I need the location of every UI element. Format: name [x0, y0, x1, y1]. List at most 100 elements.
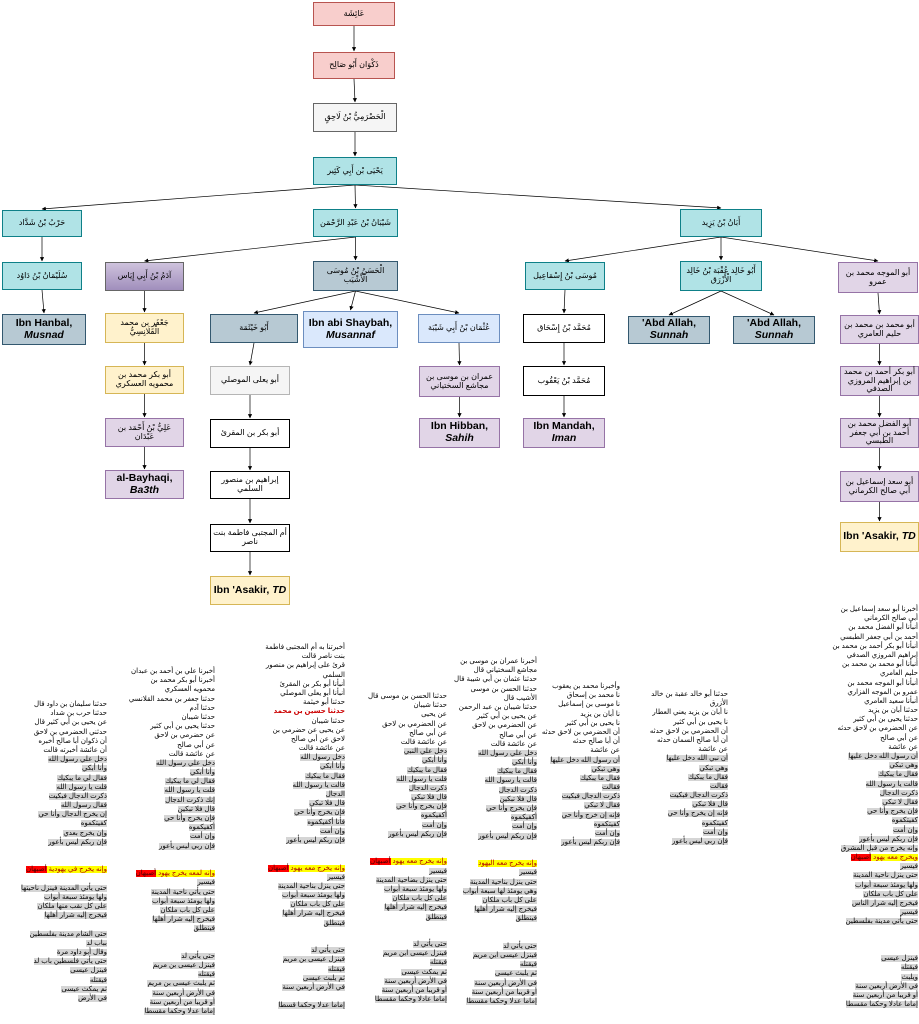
hadith-line-gap — [12, 921, 107, 930]
hadith-line: أخبرنا أبو سعد إسماعيل بن — [796, 605, 918, 614]
hadith-line: فإن يخرج وأنا حي — [115, 814, 215, 823]
isnad-text: أنبأنا أبو محمد بن محمد بن — [842, 661, 918, 669]
node-label: أم المجتبى فاطمة بنت ناصر — [213, 528, 287, 546]
hadith-line: على كل باب ملكان — [115, 906, 215, 915]
hadith-line: حدثنا شيبان — [227, 717, 345, 726]
node-asakir1: Ibn 'Asakir, TD — [210, 576, 290, 605]
hadith-line: ذكرت الدجال — [796, 789, 918, 798]
isnad-text: الأشيب قال — [503, 694, 537, 702]
hadith-line: قلت يا رسول الله — [12, 783, 107, 792]
matn-text: فيسير — [900, 909, 918, 917]
matn-text: فينطلق — [515, 915, 537, 923]
isnad-text: عن عائشة — [698, 746, 728, 754]
hadith-line: حتى يأتي لد — [347, 940, 447, 949]
hadith-line: ذكرت الدجال فبكيت — [525, 792, 620, 801]
matn-text: فقالت — [709, 782, 728, 790]
node-hibban: Ibn Hibban, Sahih — [419, 418, 500, 448]
isnad-text: نا أبان بن يزيد يعني العطار — [652, 709, 728, 717]
matn-text: ثم يلبث عيسى — [494, 970, 537, 978]
node-label: جَعْفَر بن محمد الْقَلَانِسِيُّ — [120, 318, 169, 336]
hadith-line: دخل علي رسول الله — [12, 755, 107, 764]
hadith-line: فيسير — [449, 868, 537, 877]
isnad-text: أنبأنا أبو الموجه محمد بن — [847, 679, 918, 687]
hadith-line: إماما عدلا وحكما قسطا — [227, 1001, 345, 1010]
node-label: مُوسَى بْنُ إِسْمَاعِيل — [533, 270, 597, 280]
hadith-line: بنت ناصر قالت — [227, 652, 345, 661]
matn-text: حتى يأتي لد — [503, 942, 537, 950]
hadith-line: كفيتكموه — [12, 819, 107, 828]
matn-text: في الأرض أربعين سنة — [384, 977, 447, 985]
isnad-text: السلمي — [322, 671, 345, 679]
hadith-line: وإنه يخرج معه اليهود — [449, 859, 537, 868]
matn-text: فإن ربكم ليس بأعور — [478, 832, 537, 840]
node-mujtaba: أم المجتبى فاطمة بنت ناصر — [210, 524, 290, 552]
hadith-line: الدجال — [227, 790, 345, 799]
node-yahya: يَحْيَى بْن أَبِي كَثِير — [313, 157, 397, 185]
hadith-line: فقال رسول الله — [12, 801, 107, 810]
hadith-line-gap — [796, 945, 918, 954]
matn-text: حتى ينزل ناحية المدينة — [852, 872, 918, 880]
node-hasan: الْحَسَنُ بْنُ مُوسَى الْأَشْيَب — [313, 261, 398, 291]
matn-text: حتى يأتي لد — [413, 941, 447, 949]
matn-text: فقال ما يبكيك — [580, 774, 620, 782]
hadith-line-gap — [449, 850, 537, 859]
hadith-line: فينطلق — [347, 913, 447, 922]
node-tabasi: أبو الفضل محمد بن أحمد بن أبي جعفر الطبس… — [840, 418, 919, 448]
node-sulami: إبراهيم بن منصور السلمي — [210, 471, 290, 499]
hadith-line: عن عائشة قالت — [115, 750, 215, 759]
matn-text: فيسير — [197, 879, 215, 887]
matn-text: ذكرت الدجال فبكيت — [48, 792, 107, 800]
node-label: أبو بكر محمد بن محمويه العسكري — [115, 370, 174, 388]
hadith-line: حتى يأتي المدينة فينزل ناحيتها — [12, 884, 107, 893]
hadith-line: حتى يأتي مدينة بفلسطين — [796, 917, 918, 926]
hadith-line: فإن ربكم ليس بأعور — [12, 838, 107, 847]
hadith-line: فقال لي ما يبكيك — [115, 777, 215, 786]
matn-text: وهي يومئذ لها سبعة أبواب — [462, 887, 537, 895]
node-label: 'Abd Allah, Sunnah — [641, 317, 697, 341]
hadith-line: فقال لي ما يبكيك — [12, 774, 107, 783]
node-muqri: أبو بكر بن المقرئ — [210, 419, 290, 448]
hadith-line: فينطلق — [115, 924, 215, 933]
isnad-text: قرئ على إبراهيم بن منصور — [265, 662, 345, 670]
hadith-line: فقال ما يبكيك — [347, 766, 447, 775]
hadith-line: دخل علي رسول الله — [449, 749, 537, 758]
hadith-line-gap — [227, 937, 345, 946]
hadith-line-gap — [347, 931, 447, 940]
matn-text: حتى يأتي لد — [181, 952, 215, 960]
hadith-line: في الأرض — [12, 994, 107, 1003]
hadith-line: حدثنا عثمان بن أبي شيبة قال — [449, 675, 537, 684]
hadith-line: فيقتله — [115, 970, 215, 979]
matn-text: دخل علي رسول الله — [155, 759, 215, 767]
hadith-line: كفيتكموه — [796, 816, 918, 825]
highlight-key-phrase: وإنه لمعه يخرج يهود — [156, 870, 215, 878]
hadith-line: وإنه يخرج معه يهود أصبهان — [347, 857, 447, 866]
hadith-line: قال فلا تبكي — [628, 800, 728, 809]
node-label: عَائِشَة — [343, 8, 365, 18]
isnad-text: عن حضرمي بن لاحق — [154, 732, 215, 740]
node-hadrami: الْحَضْرَمِيُّ بْنُ لَاحِقٍ — [313, 103, 397, 132]
hadith-line: ثم يلبث عيسى — [227, 974, 345, 983]
matn-text: فإن ربي ليس بأعور — [158, 842, 215, 850]
node-label: عُثْمَان بْنُ أَبِي شَيْبَة — [427, 323, 491, 333]
hadith-line: نا موسى بن إسماعيل — [525, 700, 620, 709]
isnad-text: نا أبان بن يزيد — [580, 710, 620, 718]
hadith-line: فقال ما يبكيك — [628, 773, 728, 782]
node-abdan: عَلِيُّ بْنُ أَحْمَد بن عَبْدَان — [105, 418, 184, 447]
hadith-line: أن الحضرمي بن لاحق حدثه — [628, 727, 728, 736]
matn-text: في الأرض أربعين سنة — [474, 979, 537, 987]
node-yaqub: مُحَمَّد بْنُ يَعْقُوب — [523, 366, 605, 396]
node-dhakwan: ذَكْوَان أَبُو صَالِح — [313, 52, 395, 79]
hadith-line: على كل باب ملكان — [227, 900, 345, 909]
isnad-text: حدثنا أبو خيثمة — [303, 699, 345, 707]
isnad-text: أخبرنا علي بن أحمد بن عبدان — [131, 668, 215, 675]
hadith-line: ولها يومئذ سبعة أبواب — [12, 893, 107, 902]
hadith-line: قالت يا رسول الله — [796, 780, 918, 789]
matn-text: فأنا أكفيكموه — [307, 818, 345, 826]
node-label: Ibn 'Asakir, TD — [843, 530, 916, 543]
hadith-line-gap — [796, 927, 918, 936]
isnad-text: حدثنا شيبان — [181, 713, 215, 721]
matn-text: دخل علي النبي — [403, 748, 447, 756]
hadith-line: حتى الشام مدينة بفلسطين — [12, 930, 107, 939]
